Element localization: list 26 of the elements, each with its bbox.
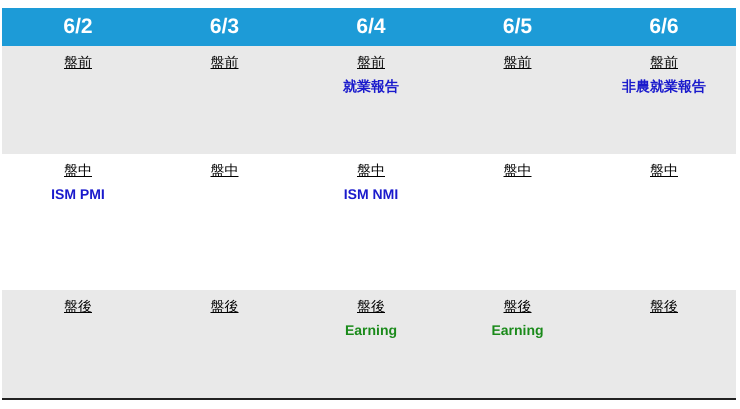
session-label: 盤中: [357, 162, 385, 180]
event-label: Earning: [344, 322, 398, 338]
column-header: 6/6: [649, 14, 679, 40]
event-label: ISM PMI: [51, 186, 105, 202]
column-header: 6/2: [63, 14, 93, 40]
session-label: 盤中: [650, 162, 678, 180]
session-label: 盤後: [650, 298, 678, 316]
session-label: 盤前: [650, 54, 678, 72]
session-label: 盤中: [504, 162, 532, 180]
session-label: 盤前: [64, 54, 92, 72]
session-label: 盤前: [210, 54, 238, 72]
column-header: 6/3: [210, 14, 240, 40]
session-label: 盤後: [210, 298, 238, 316]
session-label: 盤後: [357, 298, 385, 316]
session-label: 盤後: [64, 298, 92, 316]
session-label: 盤後: [504, 298, 532, 316]
event-label: Earning: [491, 322, 544, 338]
session-label: 盤中: [210, 162, 238, 180]
event-label: 就業報告: [343, 78, 399, 96]
column-header: 6/4: [356, 14, 386, 40]
session-label: 盤前: [357, 54, 385, 72]
session-label: 盤前: [504, 54, 532, 72]
session-label: 盤中: [64, 162, 92, 180]
event-label: ISM NMI: [344, 186, 398, 202]
column-header: 6/5: [502, 14, 532, 40]
event-label: 非農就業報告: [622, 78, 706, 96]
